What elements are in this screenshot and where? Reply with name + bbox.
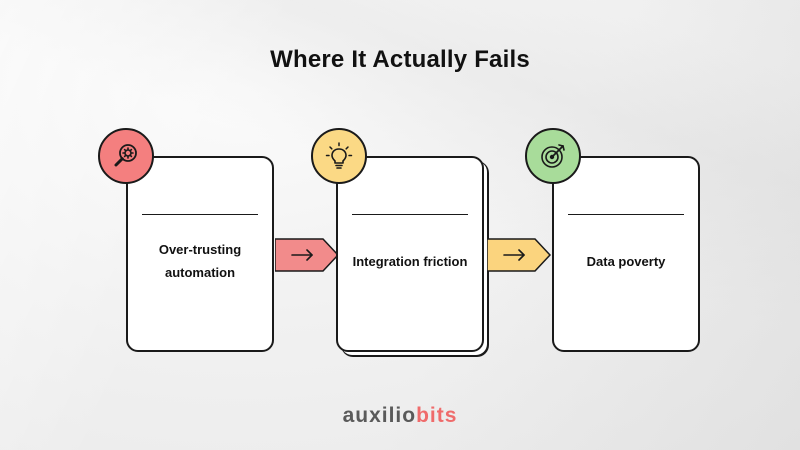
step-badge-1 — [98, 128, 154, 184]
connector-arrow-1 — [275, 238, 339, 272]
page-title: Where It Actually Fails — [270, 46, 530, 73]
magnifier-gear-icon — [114, 144, 137, 167]
lightbulb-icon — [325, 142, 353, 169]
step-badge-2 — [311, 128, 367, 184]
step-card-3: Data poverty — [552, 156, 700, 352]
connector-arrow-2 — [487, 238, 551, 272]
step-badge-3 — [525, 128, 581, 184]
card-divider — [352, 214, 468, 215]
step-label-3: Data poverty — [586, 253, 666, 269]
step-label-2: Integration friction — [352, 253, 468, 269]
step-card-1: Over-trusting automation — [126, 156, 274, 352]
logo-part-2: bits — [416, 404, 458, 427]
brand-logo: auxiliobits — [0, 404, 800, 428]
step-label-1: Over-trusting automation — [158, 242, 242, 280]
logo-part-1: auxilio — [342, 404, 417, 427]
target-dart-icon — [541, 144, 565, 168]
card-divider — [568, 214, 684, 215]
step-card-2: Integration friction — [336, 156, 484, 352]
arrow-right-icon — [291, 249, 313, 261]
card-divider — [142, 214, 258, 215]
arrow-right-icon — [503, 249, 525, 261]
